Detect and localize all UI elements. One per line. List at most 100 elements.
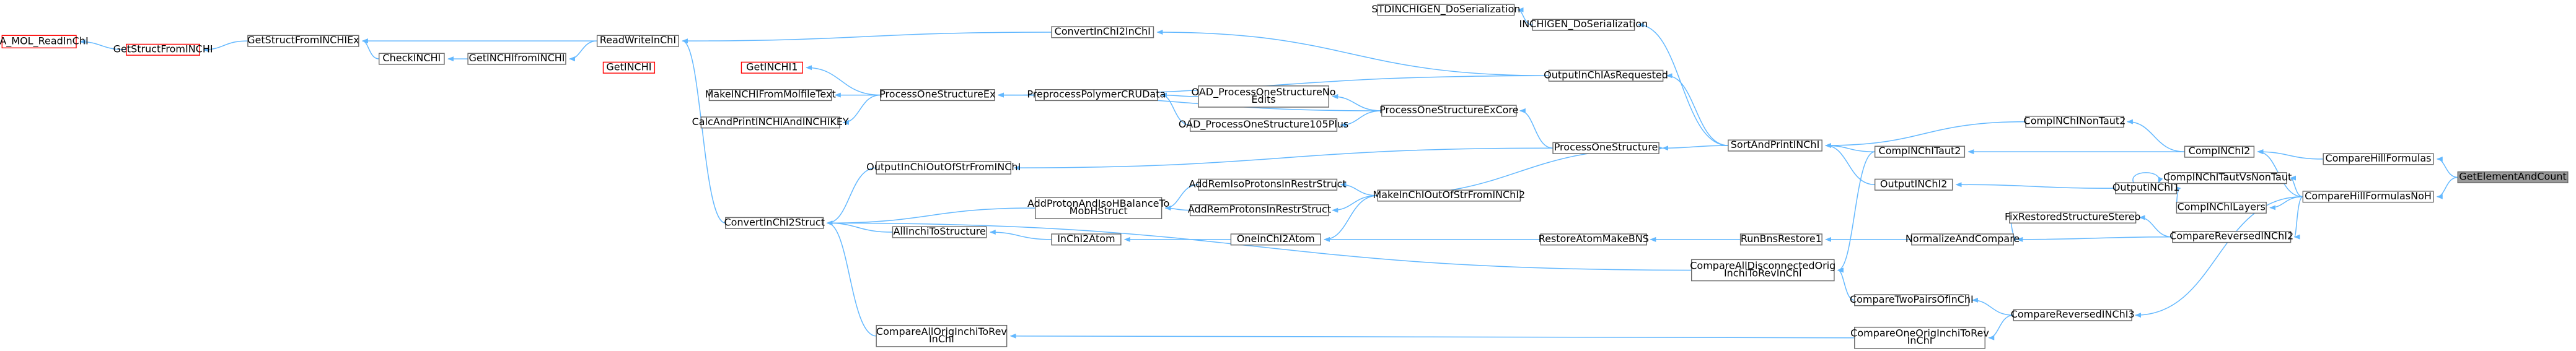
- edge-checkinchi-to-gsfiex: [361, 38, 379, 59]
- node-label: MobHStruct: [1070, 205, 1128, 217]
- node-compinchilayers[interactable]: CompINChILayers: [2176, 201, 2267, 214]
- node-label: OAD_ProcessOneStructureNo: [1192, 86, 1336, 98]
- node-comparereversed3[interactable]: CompareReversedINChI3: [2011, 308, 2135, 321]
- edge-processonestructureexcore-to-oadprocessnoedits: [1332, 93, 1382, 111]
- edge-outputinchiasrequested-to-convertinchi2inchi: [1156, 29, 1549, 77]
- node-compinchinontaut2[interactable]: CompINChINonTaut2: [2024, 115, 2126, 128]
- node-convertinchi2inchi[interactable]: ConvertInChI2InChI: [1051, 25, 1154, 38]
- node-label: STDINCHIGEN_DoSerialization: [1371, 3, 1520, 15]
- node-box: [700, 116, 840, 129]
- node-readwriteinchi[interactable]: ReadWriteInChI: [596, 34, 679, 47]
- node-getinchi[interactable]: GetINCHI: [602, 61, 656, 74]
- node-restoreatommakebns[interactable]: RestoreAtomMakeBNS: [1539, 233, 1649, 246]
- edge-compareallorig-to-convertinchi2struct: [826, 220, 877, 337]
- node-label: RunBnsRestore1: [1741, 233, 1822, 245]
- node-calcandprint[interactable]: CalcAndPrintINCHIAndINCHIKEY: [692, 116, 849, 129]
- node-box: [1854, 326, 1985, 349]
- node-label: AddRemProtonsInRestrStruct: [1188, 204, 1331, 215]
- node-gsfiex[interactable]: GetStructFromINCHIEx: [247, 34, 359, 47]
- node-box: [2302, 191, 2434, 203]
- node-box: [1230, 233, 1321, 246]
- edge-processonestructureex-to-calcandprint: [842, 94, 881, 125]
- node-makeinchifrommolfile[interactable]: MakeINCHIFromMolfileText: [705, 89, 836, 102]
- node-box: [1034, 89, 1158, 102]
- node-checkinchi[interactable]: CheckINCHI: [379, 52, 445, 65]
- node-label: CompareAllDisconnectedOrig: [1690, 259, 1835, 271]
- node-stdinchigen[interactable]: STDINCHIGEN_DoSerialization: [1371, 3, 1520, 16]
- node-box: [2457, 171, 2569, 184]
- node-label: CompINChITautVsNonTaut: [2163, 171, 2292, 183]
- node-getinchifrominchi[interactable]: GetINCHIfromINCHI: [467, 52, 566, 65]
- node-compareallsconnected[interactable]: CompareAllDisconnectedOrigInchiToRevInCh…: [1690, 259, 1835, 282]
- node-label: CompareAllOrigInchiToRev: [876, 326, 1007, 337]
- node-label: CompareReversedINChI3: [2011, 308, 2135, 320]
- node-box: [2323, 153, 2434, 165]
- node-box: [2172, 231, 2292, 243]
- node-box: [1911, 233, 2015, 246]
- edge-compareoneorig-to-compareallorig: [1009, 333, 1855, 339]
- node-comparetwopairs[interactable]: CompareTwoPairsOfInChI: [1850, 293, 1974, 306]
- edge-addprotonandisoh-to-convertinchi2struct: [826, 207, 1035, 226]
- node-normalizeandcompare[interactable]: NormalizeAndCompare: [1906, 233, 2020, 246]
- node-convertinchi2struct[interactable]: ConvertInChI2Struct: [724, 216, 825, 229]
- node-makeinchioutofstr[interactable]: MakeInChIOutOfStrFromINChI2: [1373, 189, 1525, 202]
- node-oneinchi2atom[interactable]: OneInChI2Atom: [1230, 233, 1321, 246]
- node-processonestructure[interactable]: ProcessOneStructure: [1552, 141, 1659, 154]
- node-label: CompINChINonTaut2: [2024, 115, 2126, 127]
- node-label: CompareReversedINChI2: [2169, 230, 2293, 242]
- node-compinchi2[interactable]: CompINChI2: [2184, 145, 2255, 158]
- node-label: CompareHillFormulas: [2325, 152, 2431, 164]
- node-inchi2atom[interactable]: InChI2Atom: [1051, 233, 1122, 246]
- node-box: [1532, 19, 1635, 31]
- node-outputinchi1[interactable]: OutputINChI1: [2112, 181, 2179, 194]
- node-box: [1198, 85, 1329, 108]
- node-box: [602, 61, 656, 74]
- node-label: RestoreAtomMakeBNS: [1539, 233, 1649, 245]
- node-box: [379, 53, 445, 65]
- edge-inchi2atom-to-allinchitostructure: [989, 230, 1052, 240]
- node-allinchitostructure[interactable]: AllInchiToStructure: [892, 225, 987, 238]
- node-compinchitaut2[interactable]: CompINChITaut2: [1874, 145, 1966, 158]
- node-preprocesspolymer[interactable]: PreprocessPolymerCRUData: [1027, 89, 1166, 102]
- node-oadprocess105[interactable]: OAD_ProcessOneStructure105Plus: [1179, 118, 1348, 132]
- node-processonestructureexcore[interactable]: ProcessOneStructureExCore: [1379, 104, 1518, 117]
- node-outputinchi2[interactable]: OutputINChI2: [1874, 178, 1953, 191]
- node-box: [1198, 178, 1338, 191]
- node-box: [467, 53, 566, 65]
- node-sortandprintinchi[interactable]: SortAndPrintINChI: [1728, 139, 1822, 152]
- node-label: ProcessOneStructureEx: [879, 89, 995, 100]
- node-processonestructureex[interactable]: ProcessOneStructureEx: [879, 89, 995, 102]
- edge-comparehillformulasnoh-to-comparereversed3: [2135, 196, 2303, 318]
- node-box: [2115, 182, 2178, 194]
- node-comparehillformulasnoh[interactable]: CompareHillFormulasNoH: [2302, 190, 2434, 203]
- node-comparehillformulas[interactable]: CompareHillFormulas: [2323, 152, 2434, 165]
- node-runbnsrestore1[interactable]: RunBnsRestore1: [1739, 233, 1822, 246]
- node-box: [892, 226, 987, 238]
- node-box: [2009, 211, 2137, 223]
- edge-outputinchi1-to-outputinchi2: [1955, 182, 2116, 189]
- node-getinchi1[interactable]: GetINCHI1: [741, 61, 803, 74]
- node-compinchitautvsnontaut[interactable]: CompINChITautVsNonTaut: [2163, 171, 2292, 184]
- edge-gsfi-to-ixa: [79, 39, 126, 51]
- node-fixrestored[interactable]: FixRestoredStructureStereo: [2005, 210, 2140, 223]
- node-gsfi[interactable]: GetStructFromINCHI: [113, 43, 213, 56]
- edge-addremprotons-to-addprotonandisoh: [1164, 206, 1190, 211]
- node-inchigen[interactable]: INCHIGEN_DoSerialization: [1519, 18, 1648, 31]
- node-addremprotons[interactable]: AddRemProtonsInRestrStruct: [1188, 204, 1331, 217]
- node-addremisoprotons[interactable]: AddRemIsoProtonsInRestrStruct: [1189, 178, 1347, 191]
- node-outputinchiasrequested[interactable]: OutputInChIAsRequested: [1544, 69, 1668, 82]
- node-label: ProcessOneStructureExCore: [1379, 104, 1518, 116]
- edge-makeinchioutofstr-to-oneinchi2atom: [1324, 195, 1378, 242]
- node-label: InChI: [1907, 335, 1933, 347]
- node-outputinchioutofstr[interactable]: OutputInChIOutOfStrFromINChI: [866, 161, 1021, 175]
- node-ixa[interactable]: IXA_MOL_ReadInChI: [0, 35, 89, 49]
- edge-sortandprintinchi-to-processonestructure: [1662, 145, 1728, 151]
- node-comparereversed2[interactable]: CompareReversedINChI2: [2169, 230, 2293, 243]
- node-box: [1874, 178, 1953, 191]
- edge-inchigen-to-stdinchigen: [1517, 7, 1533, 25]
